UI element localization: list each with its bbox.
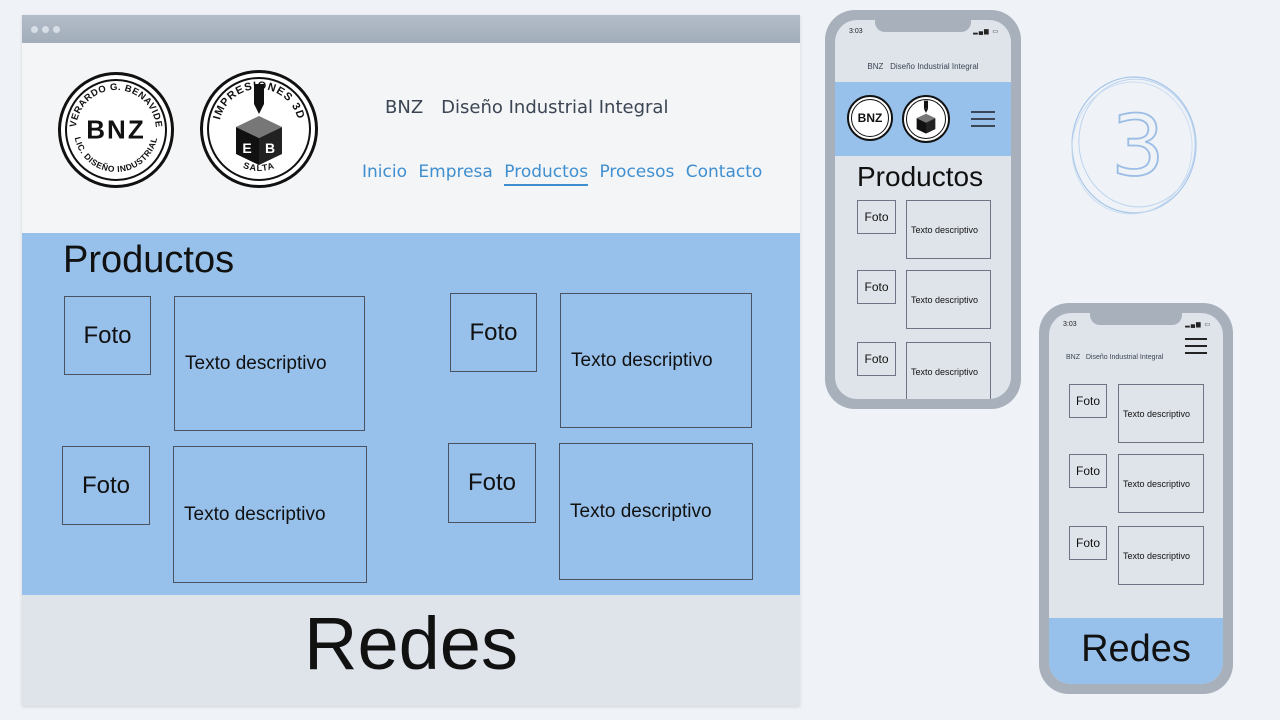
brand-name: Diseño Industrial Integral [441, 97, 669, 118]
footer-redes[interactable]: Redes [1081, 628, 1191, 670]
products-section: Productos Foto Texto descriptivo Foto Te… [22, 233, 800, 595]
phone-header-band: BNZ [835, 82, 1011, 156]
svg-text:E: E [242, 140, 251, 156]
hamburger-menu-icon[interactable] [971, 111, 995, 129]
signal-battery-icon: ▂▄▆ ▭ [1185, 322, 1211, 328]
logo-ring [207, 77, 311, 181]
product-description: Texto descriptivo [1118, 454, 1204, 513]
product-description: Texto descriptivo [559, 443, 753, 580]
window-dot-icon [42, 26, 49, 33]
status-time: 3:03 [849, 28, 863, 35]
site-footer: Redes [22, 595, 800, 706]
impresiones-3d-logo[interactable]: IMPRESIONES 3D SALTA E B [200, 70, 318, 188]
product-photo[interactable]: Foto [857, 342, 896, 376]
nav-item-procesos[interactable]: Procesos [599, 162, 675, 182]
phone-notch [875, 20, 971, 32]
logo-ring-text-icon: IMPRESIONES 3D SALTA E B [211, 80, 305, 173]
section-title: Productos [857, 161, 984, 192]
impresiones-3d-logo[interactable] [902, 95, 950, 143]
logo-text: BNZ [86, 114, 146, 145]
desktop-mockup: EVERARDO G. BENAVIDEZ LIC. DISEÑO INDUST… [22, 15, 800, 706]
product-photo[interactable]: Foto [857, 200, 896, 234]
hamburger-menu-icon[interactable] [1185, 338, 1207, 356]
product-photo[interactable]: Foto [450, 293, 537, 372]
product-photo[interactable]: Foto [1069, 526, 1107, 560]
nav-item-contacto[interactable]: Contacto [685, 162, 763, 182]
step-number-text: 3 [1111, 97, 1164, 195]
phone-mockup-footer: 3:03 ▂▄▆ ▭ BNZ Diseño Industrial Integra… [1039, 303, 1233, 694]
window-dot-icon [31, 26, 38, 33]
logo-ring [65, 79, 167, 181]
brand-short: BNZ [867, 62, 884, 71]
section-title: Productos [63, 239, 235, 281]
product-photo[interactable]: Foto [448, 443, 536, 523]
brand-short: BNZ [385, 97, 424, 118]
bnz-logo[interactable]: BNZ [847, 95, 893, 141]
phone-mockup-header: 3:03 ▂▄▆ ▭ BNZ Diseño Industrial Integra… [825, 10, 1021, 409]
bnz-logo[interactable]: EVERARDO G. BENAVIDEZ LIC. DISEÑO INDUST… [58, 72, 174, 188]
footer-redes[interactable]: Redes [304, 602, 518, 685]
nav-item-inicio[interactable]: Inicio [362, 162, 407, 182]
logo-ring [906, 99, 946, 139]
cube-icon [916, 100, 936, 134]
product-photo[interactable]: Foto [64, 296, 151, 375]
brand-short: BNZ [1066, 354, 1080, 361]
site-brand[interactable]: BNZ Diseño Industrial Integral [385, 97, 668, 118]
product-photo[interactable]: Foto [62, 446, 150, 525]
product-description: Texto descriptivo [906, 200, 991, 259]
brand-name: Diseño Industrial Integral [1085, 354, 1164, 361]
product-description: Texto descriptivo [1118, 384, 1204, 443]
signal-battery-icon: ▂▄▆ ▭ [973, 29, 999, 35]
phone-screen: 3:03 ▂▄▆ ▭ BNZ Diseño Industrial Integra… [835, 20, 1011, 399]
phone-screen: 3:03 ▂▄▆ ▭ BNZ Diseño Industrial Integra… [1049, 313, 1223, 684]
product-photo[interactable]: Foto [857, 270, 896, 304]
status-time: 3:03 [1063, 321, 1077, 328]
product-photo[interactable]: Foto [1069, 384, 1107, 418]
phone-brand[interactable]: BNZ Diseño Industrial Integral [835, 62, 1011, 71]
window-dot-icon [53, 26, 60, 33]
phone-notch [1090, 313, 1182, 325]
nav-item-empresa[interactable]: Empresa [418, 162, 493, 182]
step-number-annotation: 3 [1071, 76, 1197, 215]
product-description: Texto descriptivo [560, 293, 752, 428]
product-description: Texto descriptivo [906, 270, 991, 329]
product-description: Texto descriptivo [1118, 526, 1204, 585]
logo-ring-text-icon: EVERARDO G. BENAVIDEZ LIC. DISEÑO INDUST… [58, 72, 164, 174]
nav-item-productos[interactable]: Productos [504, 162, 589, 186]
product-description: Texto descriptivo [173, 446, 367, 583]
phone-brand[interactable]: BNZ Diseño Industrial Integral [1066, 354, 1163, 361]
product-description: Texto descriptivo [174, 296, 365, 431]
brand-name: Diseño Industrial Integral [890, 62, 979, 71]
svg-text:SALTA: SALTA [242, 160, 276, 173]
main-nav: Inicio Empresa Productos Procesos Contac… [362, 162, 768, 186]
browser-chrome [22, 15, 800, 43]
svg-text:B: B [265, 140, 275, 156]
logo-text: BNZ [857, 111, 883, 125]
product-description: Texto descriptivo [906, 342, 991, 399]
logo-ring [851, 99, 889, 137]
product-photo[interactable]: Foto [1069, 454, 1107, 488]
phone-footer: Redes [1049, 618, 1223, 684]
